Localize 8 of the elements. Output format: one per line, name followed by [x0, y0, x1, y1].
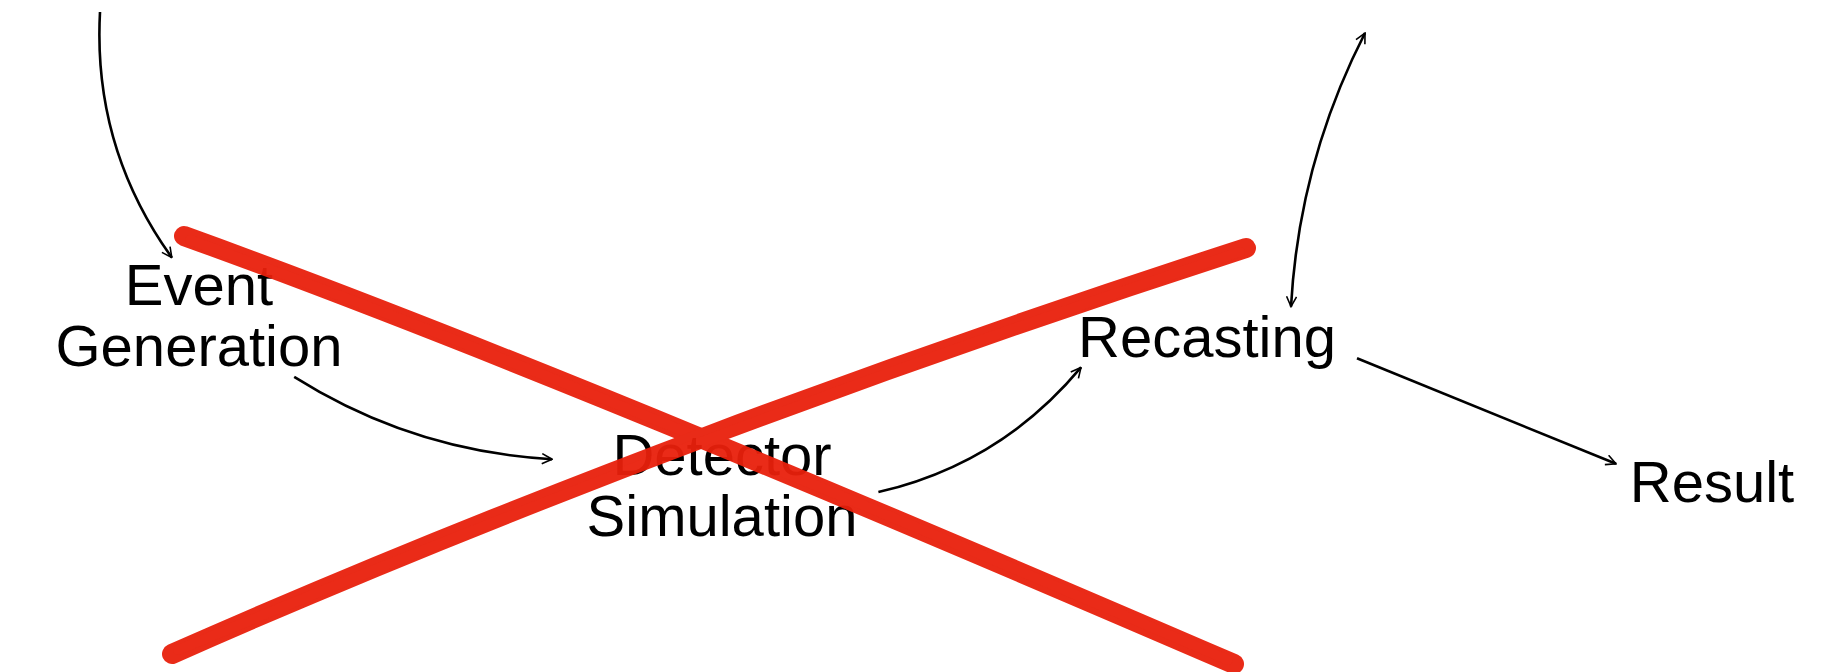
- arrow: [878, 366, 1082, 494]
- arrow: [293, 375, 553, 465]
- node-label: Event Generation: [54, 255, 344, 377]
- node-label: Recasting: [1077, 306, 1337, 368]
- node-label: Result: [1628, 451, 1796, 513]
- arrow: [1285, 32, 1367, 308]
- arrow: [98, 11, 173, 259]
- arrow: [1356, 357, 1617, 466]
